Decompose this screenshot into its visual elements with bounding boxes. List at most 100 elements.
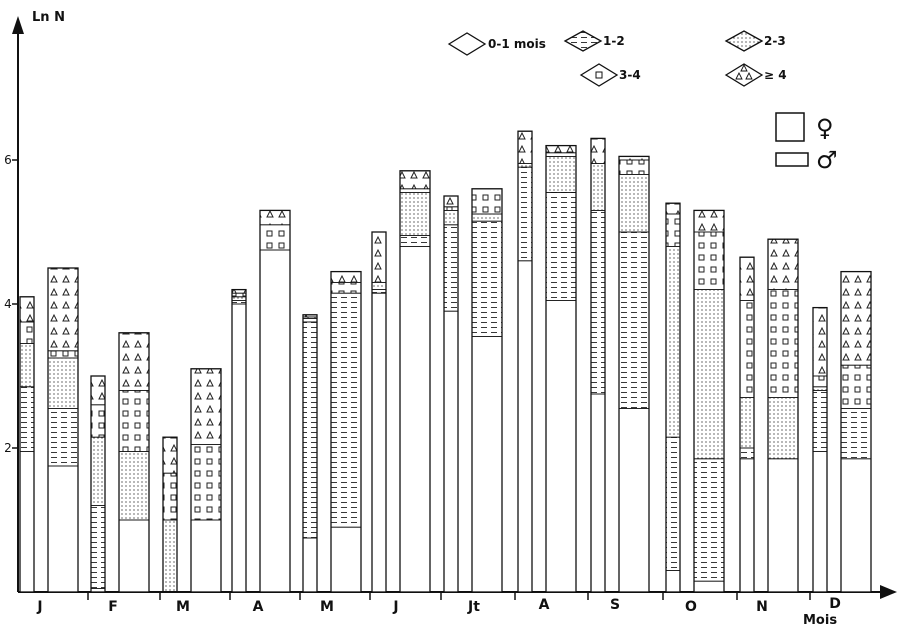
bar-segment-squares (739, 299, 755, 398)
bar-segment-triangles (19, 296, 35, 323)
bars (19, 130, 872, 593)
age-class-legend: 0-1 mois 1-2 2-3 3-4 ≥ 4 (447, 30, 787, 87)
month-label-3: A (253, 599, 264, 615)
bar-segment-squares (231, 292, 247, 298)
bar-segment-squares (118, 389, 150, 452)
bar-segment-triangles (693, 209, 725, 233)
bar-male-8 (618, 155, 650, 593)
bar-segment-triangles (90, 375, 106, 406)
bar-segment-dashes (90, 505, 106, 589)
bar-female-2 (162, 436, 178, 593)
bar-segment-dots (471, 213, 503, 222)
square-symbol (595, 71, 603, 79)
bar-female-1 (90, 375, 106, 593)
bar-segment-blank (840, 458, 872, 593)
bar-segment-squares (259, 224, 291, 251)
bar-segment-triangles (259, 209, 291, 226)
bar-male-2 (190, 368, 222, 593)
bar-segment-blank (259, 249, 291, 593)
bar-segment-blank (302, 537, 318, 593)
legend-swatch-blank (447, 32, 487, 56)
bar-segment-squares (545, 152, 577, 157)
bar-segment-dots (618, 173, 650, 233)
bar-segment-dashes (812, 389, 828, 452)
bar-segment-dots (231, 296, 247, 301)
bar-segment-dots (739, 397, 755, 449)
bar-segment-dots (590, 163, 606, 211)
bar-segment-blank (231, 303, 247, 593)
sex-legend: ♀ ♂ (775, 112, 838, 174)
bar-segment-squares (665, 213, 681, 247)
bar-segment-blank (812, 451, 828, 593)
bar-segment-dashes (19, 386, 35, 452)
bar-segment-blank (517, 260, 533, 593)
month-label-0: J (36, 599, 42, 615)
bar-segment-dots (517, 163, 533, 168)
bar-segment-dashes (693, 458, 725, 582)
bar-segment-triangles (665, 202, 681, 215)
bar-segment-dots (767, 397, 799, 460)
month-label-11: D (829, 596, 841, 612)
bar-segment-blank (47, 465, 79, 593)
legend-item-0-1: 0-1 mois (447, 32, 546, 56)
bar-female-6 (443, 195, 459, 593)
bar-male-11 (840, 270, 872, 593)
triangle-symbol (735, 63, 753, 80)
bar-segment-squares (618, 159, 650, 175)
bar-segment-squares (330, 281, 362, 294)
bar-segment-squares (162, 472, 178, 521)
bar-segment-squares (471, 188, 503, 215)
y-axis-title: Ln N (32, 10, 65, 25)
bar-male-0 (47, 267, 79, 593)
bar-segment-dashes (231, 299, 247, 305)
bar-segment-squares (767, 289, 799, 399)
legend-item-2-3: 2-3 (724, 30, 786, 52)
bar-segment-dots (162, 519, 178, 593)
bar-female-11 (812, 306, 828, 593)
bar-segment-triangles (840, 271, 872, 366)
bar-segment-dashes (330, 292, 362, 528)
bar-segment-dashes (47, 407, 79, 467)
bar-segment-blank (739, 458, 755, 593)
y-ticks: 2 4 6 (4, 153, 18, 455)
bar-female-7 (517, 130, 533, 593)
bar-segment-blank (399, 245, 431, 593)
bar-segment-dots (90, 436, 106, 507)
bar-segment-dashes (545, 191, 577, 301)
bar-segment-dashes (739, 447, 755, 460)
y-tick-label-4: 4 (4, 297, 12, 311)
bar-segment-squares (812, 375, 828, 388)
bar-male-3 (259, 209, 291, 593)
bar-segment-blank (371, 292, 387, 593)
bar-segment-dots (812, 386, 828, 391)
month-label-1: F (108, 599, 118, 615)
legend-swatch-squares (579, 63, 619, 87)
y-tick-label-6: 6 (4, 153, 12, 167)
y-axis-arrow (12, 16, 24, 34)
bar-segment-squares (190, 443, 222, 521)
bar-segment-triangles (399, 170, 431, 190)
legend-item-3-4: 3-4 (579, 63, 641, 87)
bar-segment-dashes (840, 407, 872, 460)
bar-segment-blank (118, 519, 150, 593)
legend-label-0-1: 0-1 mois (488, 37, 546, 51)
bar-male-1 (118, 332, 150, 593)
bar-segment-blank (471, 335, 503, 593)
bar-segment-dashes (665, 436, 681, 571)
bar-segment-dots (118, 451, 150, 521)
bar-male-9 (693, 209, 725, 593)
bar-male-4 (330, 270, 362, 593)
male-symbol: ♂ (816, 146, 838, 174)
y-tick-label-2: 2 (4, 441, 12, 455)
bar-segment-squares (90, 404, 106, 438)
bar-segment-triangles (371, 231, 387, 283)
bar-female-4 (302, 314, 318, 593)
bar-segment-blank (443, 310, 459, 593)
bar-segment-triangles (47, 267, 79, 352)
bar-segment-triangles (190, 368, 222, 445)
bar-segment-blank (767, 458, 799, 593)
bar-segment-dashes (517, 166, 533, 262)
bar-segment-triangles (812, 307, 828, 377)
